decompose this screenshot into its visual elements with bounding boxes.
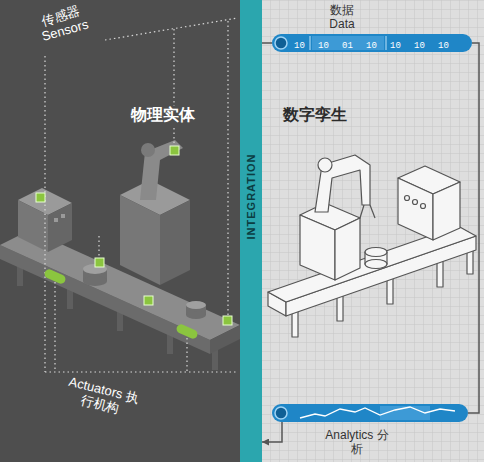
label-holder: 10 <box>294 34 305 55</box>
cylinder-top <box>186 301 206 309</box>
cylinder-base <box>186 311 206 319</box>
sensor <box>95 258 104 267</box>
console-side <box>433 182 460 240</box>
label-holder: Actuators 执行机构 <box>62 382 142 413</box>
tower-front <box>300 215 335 280</box>
digital-machine <box>268 155 476 337</box>
cylinder-base <box>83 276 107 286</box>
actuators <box>43 268 199 340</box>
analytics-bar: Analytics 分析 <box>272 404 468 422</box>
console-button <box>54 218 58 222</box>
physical-ground <box>0 0 240 462</box>
binary-digits: 10 <box>366 37 377 55</box>
guide-line <box>186 338 187 372</box>
tower-side <box>160 200 190 285</box>
belt-top <box>268 226 476 302</box>
binary-digits: 10 <box>294 37 305 55</box>
console-front <box>18 200 48 252</box>
band-label: INTEGRATION <box>245 126 258 266</box>
tower-front <box>120 195 160 285</box>
robot-arm <box>315 155 370 212</box>
belt-end <box>210 325 240 354</box>
sensor <box>223 316 232 325</box>
belt-leg <box>337 295 343 321</box>
label-holder: 10 <box>438 34 449 55</box>
data-separator <box>386 36 387 50</box>
bar-label: 数据 Data <box>322 3 362 31</box>
data-bar: 数据 Data10100110101010 <box>272 34 472 52</box>
panel-title: 数字孪生 <box>283 106 347 125</box>
bar-label: Analytics 分析 <box>322 428 392 456</box>
belt-leg <box>437 261 443 287</box>
label-holder: 10 <box>414 34 425 55</box>
guide-line <box>227 21 228 316</box>
actuator <box>175 323 199 340</box>
sensor <box>170 146 179 155</box>
actuator <box>43 268 67 285</box>
part-label: 传感器 Sensors <box>25 0 101 48</box>
guide-line <box>105 18 238 40</box>
label-holder: 10 <box>318 34 329 55</box>
data-separator <box>310 36 311 50</box>
cylinder-top <box>365 248 387 257</box>
console-button <box>61 214 65 218</box>
guide-lines <box>45 18 238 372</box>
robot-joint <box>141 143 155 157</box>
flow-connector <box>468 43 479 413</box>
digital-ground <box>262 0 484 462</box>
belt-leg <box>387 278 393 304</box>
guide-line <box>173 29 174 146</box>
analytics-bar <box>272 404 468 422</box>
guide-line <box>45 371 238 372</box>
console-button <box>413 200 418 205</box>
console-button <box>405 196 410 201</box>
label-holder: 10 <box>366 34 377 55</box>
binary-digits: 10 <box>438 37 449 55</box>
cylinder-base <box>365 260 387 269</box>
sensor <box>144 296 153 305</box>
guide-line <box>44 56 45 372</box>
flow-connector <box>262 422 282 442</box>
label-holder: 10 <box>390 34 401 55</box>
tower-side <box>335 218 360 280</box>
binary-digits: 10 <box>414 37 425 55</box>
robot-joint <box>318 158 332 172</box>
gripper <box>360 205 364 218</box>
console-side <box>48 203 72 252</box>
binary-digits: 10 <box>318 37 329 55</box>
guide-line <box>98 236 99 258</box>
gripper <box>370 205 375 218</box>
belt-leg <box>292 311 298 337</box>
console-button <box>421 204 426 209</box>
console-front <box>398 178 433 240</box>
guide-line <box>54 282 55 372</box>
belt-leg <box>212 350 218 370</box>
label-holder: 01 <box>342 34 353 55</box>
integration-band: INTEGRATION <box>240 0 262 462</box>
physical-machine <box>0 140 240 370</box>
digital-panel: 数字孪生数据 Data10100110101010Analytics 分析 <box>262 0 484 462</box>
part-label: Actuators 执行机构 <box>59 373 144 422</box>
analytics-bulb <box>275 407 287 419</box>
robot-arm <box>140 140 183 200</box>
sensor <box>36 193 45 202</box>
binary-digits: 10 <box>390 37 401 55</box>
data-bulb <box>275 37 287 49</box>
analytics-chart <box>300 407 455 418</box>
analytics-pill <box>272 404 468 422</box>
panel-title: 物理实体 <box>128 106 198 125</box>
binary-digits: 01 <box>342 37 353 55</box>
belt-leg <box>467 250 473 274</box>
sensors <box>36 146 232 325</box>
flow-connector <box>262 42 272 44</box>
label-holder: 传感器 Sensors <box>28 8 98 39</box>
